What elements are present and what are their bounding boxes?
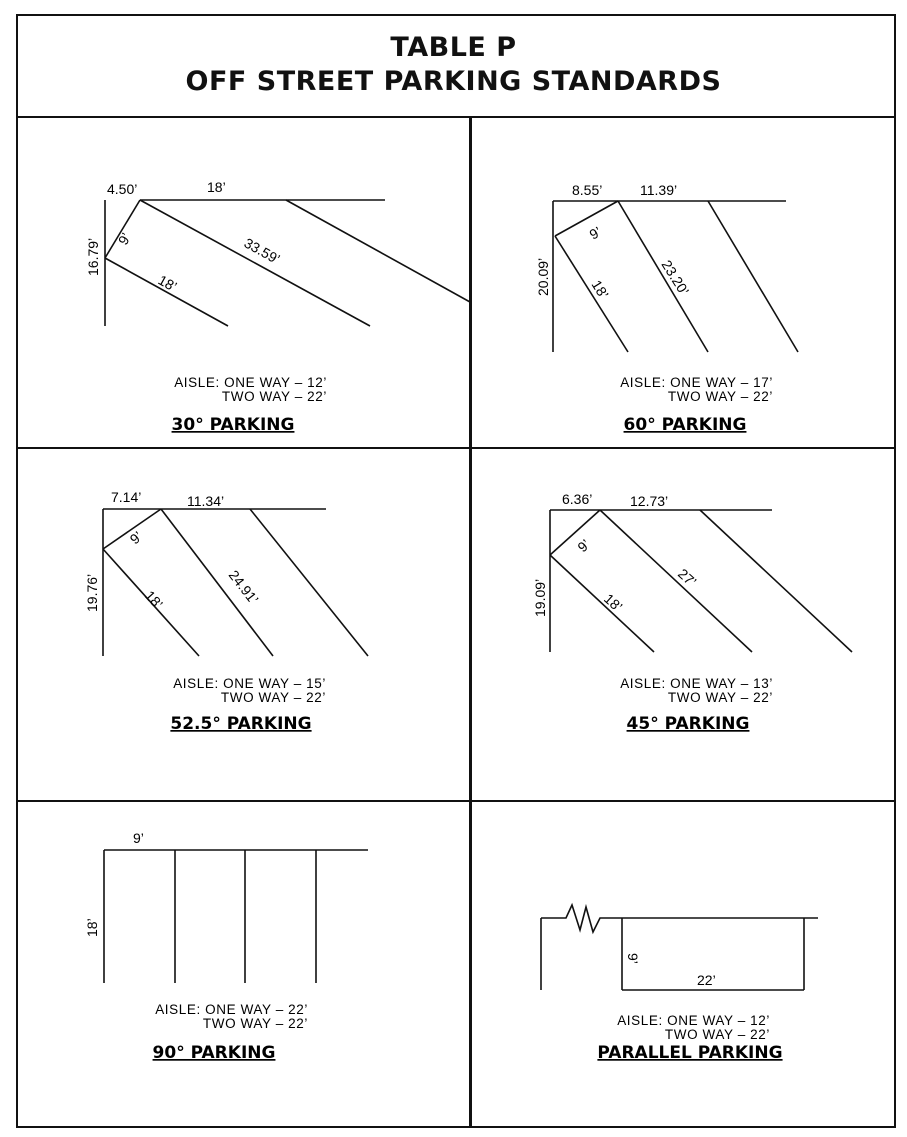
aisle-one-way: AISLE: ONE WAY – 12’ — [617, 1013, 770, 1028]
dim-label: 12.73’ — [630, 493, 668, 509]
panel-heading: 60° PARKING — [624, 415, 747, 435]
dim-label: 9’ — [625, 953, 641, 964]
dim-label: 18’ — [142, 587, 166, 612]
dim-label: 20.09’ — [535, 258, 551, 296]
aisle-two-way: TWO WAY – 22’ — [668, 690, 773, 705]
aisle-one-way: AISLE: ONE WAY – 15’ — [173, 676, 326, 691]
stall-width-line — [549, 509, 601, 556]
aisle-one-way: AISLE: ONE WAY – 22’ — [155, 1002, 308, 1017]
dim-label: 9’ — [133, 830, 144, 846]
dim-label: 22’ — [697, 972, 716, 988]
dim-label: 11.39’ — [640, 182, 677, 198]
stall-line — [599, 509, 753, 653]
aisle-two-way: TWO WAY – 22’ — [203, 1016, 308, 1031]
dim-label: 18’ — [207, 179, 226, 195]
dim-label: 18’ — [601, 590, 626, 614]
stall-line — [707, 200, 799, 353]
stall-line — [249, 508, 369, 657]
dim-label: 4.50’ — [107, 181, 137, 197]
dim-label: 7.14’ — [111, 489, 141, 505]
aisle-two-way: TWO WAY – 22’ — [222, 389, 327, 404]
title-divider — [16, 116, 896, 118]
table-title-line1: TABLE P — [390, 32, 517, 63]
table-frame — [16, 14, 896, 1128]
panel-heading: 45° PARKING — [627, 714, 750, 734]
panel-60-degree: 8.55’ 11.39’ 20.09’ 9’ 18’ 23.20’ AISLE:… — [535, 182, 799, 435]
row-divider-2 — [16, 800, 896, 802]
column-divider — [469, 116, 472, 1128]
stall-line — [104, 257, 229, 327]
panel-heading: PARALLEL PARKING — [597, 1043, 782, 1063]
dim-label: 19.09’ — [532, 579, 548, 617]
aisle-two-way: TWO WAY – 22’ — [668, 389, 773, 404]
panel-heading: 30° PARKING — [172, 415, 295, 435]
stall-line — [554, 235, 629, 353]
stall-line — [617, 200, 709, 353]
stall-line — [139, 199, 371, 327]
dim-label: 16.79’ — [85, 238, 101, 276]
stall-line — [160, 508, 274, 657]
dim-label: 9’ — [574, 536, 593, 555]
dim-label: 33.59’ — [242, 235, 283, 267]
panel-90-degree: 9’ 18’ AISLE: ONE WAY – 22’ TWO WAY – 22… — [84, 830, 368, 1063]
stall-line — [102, 548, 200, 657]
dim-label: 6.36’ — [562, 491, 592, 507]
panel-heading: 52.5° PARKING — [170, 714, 311, 734]
dim-label: 9’ — [587, 223, 604, 242]
panel-parallel: 9’ 22’ AISLE: ONE WAY – 12’ TWO WAY – 22… — [540, 902, 818, 1063]
row-divider-1 — [16, 447, 896, 449]
stall-width-line — [102, 508, 162, 550]
stall-width-line — [554, 200, 619, 237]
panel-45-degree: 6.36’ 12.73’ 19.09’ 9’ 18’ 27’ AISLE: ON… — [532, 491, 853, 734]
dim-label: 27’ — [675, 565, 700, 589]
aisle-one-way: AISLE: ONE WAY – 13’ — [620, 676, 773, 691]
dim-label: 18’ — [588, 277, 611, 301]
table-title-line2: OFF STREET PARKING STANDARDS — [185, 66, 722, 97]
panel-30-degree: 4.50’ 18’ 16.79’ 9’ 18’ 33.59’ AISLE: ON… — [85, 179, 471, 435]
aisle-two-way: TWO WAY – 22’ — [665, 1027, 770, 1042]
dim-label: 11.34’ — [187, 493, 224, 509]
dim-label: 8.55’ — [572, 182, 602, 198]
dim-label: 18’ — [156, 272, 180, 295]
stall-line — [549, 554, 655, 653]
stall-width-line — [104, 199, 141, 259]
aisle-one-way: AISLE: ONE WAY – 12’ — [174, 375, 327, 390]
dim-label: 18’ — [84, 918, 100, 937]
stall-line — [699, 509, 853, 653]
dim-label: 9’ — [115, 230, 134, 247]
dim-label: 19.76’ — [84, 574, 100, 612]
panel-52-5-degree: 7.14’ 11.34’ 19.76’ 9’ 18’ 24.91’ AISLE:… — [84, 489, 369, 734]
stall-line — [285, 199, 471, 303]
panel-heading: 90° PARKING — [153, 1043, 276, 1063]
aisle-one-way: AISLE: ONE WAY – 17’ — [620, 375, 773, 390]
aisle-two-way: TWO WAY – 22’ — [221, 690, 326, 705]
break-line — [541, 902, 818, 935]
